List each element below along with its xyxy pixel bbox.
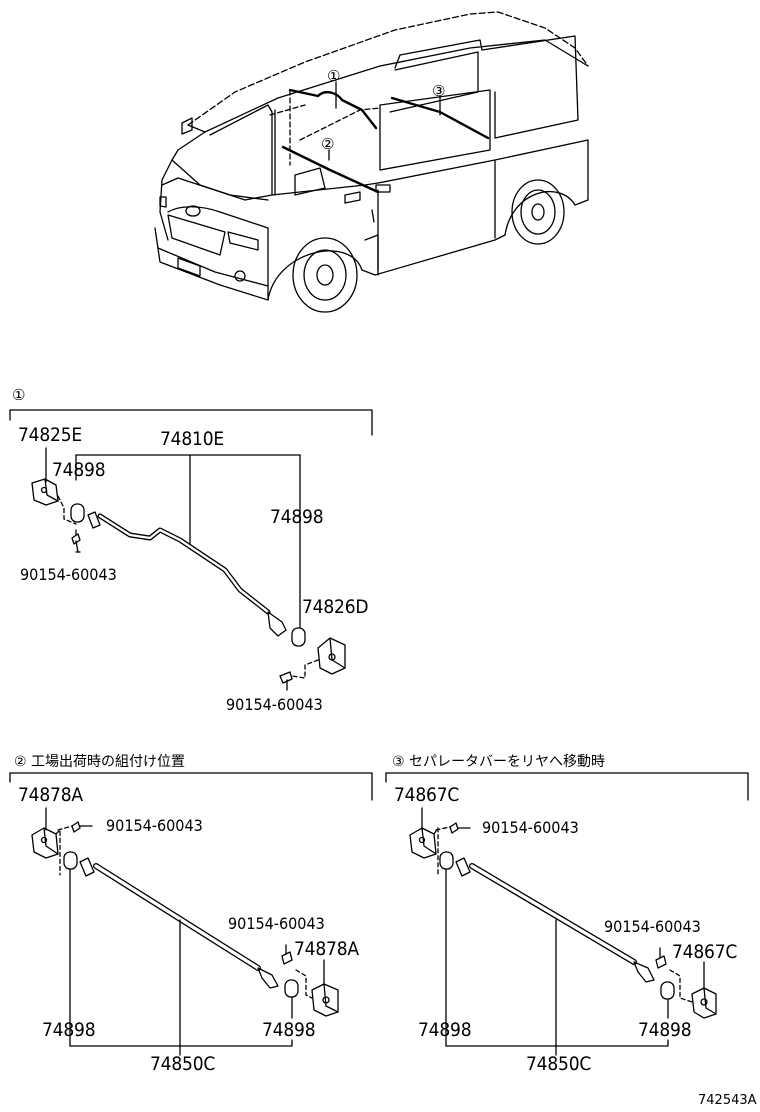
- callout-3: ③: [432, 82, 446, 100]
- part-bracket-right-1: 74826D: [302, 596, 369, 618]
- section3-frame: [385, 772, 749, 801]
- figure-code: 742543A: [698, 1093, 757, 1108]
- section2-title: ② 工場出荷時の組付け位置: [14, 754, 186, 770]
- part-bar-1: 74810E: [160, 428, 224, 450]
- part-bar-2: 74850C: [150, 1053, 216, 1075]
- part-bracket-right-3: 74867C: [672, 941, 738, 963]
- part-bracket-left-1: 74825E: [18, 424, 82, 446]
- part-bolt-right-2: 90154-60043: [228, 914, 325, 933]
- part-bolt-left-1: 90154-60043: [20, 565, 117, 584]
- part-cushion-left-3: 74898: [418, 1019, 472, 1041]
- part-bar-3: 74850C: [526, 1053, 592, 1075]
- section2-assembly: [31, 807, 339, 1056]
- part-bolt-left-2: 90154-60043: [106, 816, 203, 835]
- part-cushion-right-1: 74898: [270, 506, 324, 528]
- part-cushion-right-3: 74898: [638, 1019, 692, 1041]
- section1-marker: ①: [12, 386, 26, 404]
- part-bracket-left-2: 74878A: [18, 784, 83, 806]
- part-bolt-right-1: 90154-60043: [226, 695, 323, 714]
- part-bracket-left-3: 74867C: [394, 784, 460, 806]
- section1-assembly: [31, 447, 346, 691]
- part-bolt-right-3: 90154-60043: [604, 917, 701, 936]
- part-cushion-left-2: 74898: [42, 1019, 96, 1041]
- part-cushion-right-2: 74898: [262, 1019, 316, 1041]
- section2-frame: [9, 772, 373, 801]
- van-illustration: [154, 11, 589, 313]
- section1-frame: [9, 409, 373, 436]
- part-cushion-left-1: 74898: [52, 459, 106, 481]
- section3-title: ③ セパレータバーをリヤへ移動時: [392, 754, 606, 770]
- section3-assembly: [409, 807, 717, 1056]
- callout-2: ②: [321, 135, 335, 153]
- part-bolt-left-3: 90154-60043: [482, 818, 579, 837]
- callout-1: ①: [327, 67, 341, 85]
- part-bracket-right-2: 74878A: [294, 938, 359, 960]
